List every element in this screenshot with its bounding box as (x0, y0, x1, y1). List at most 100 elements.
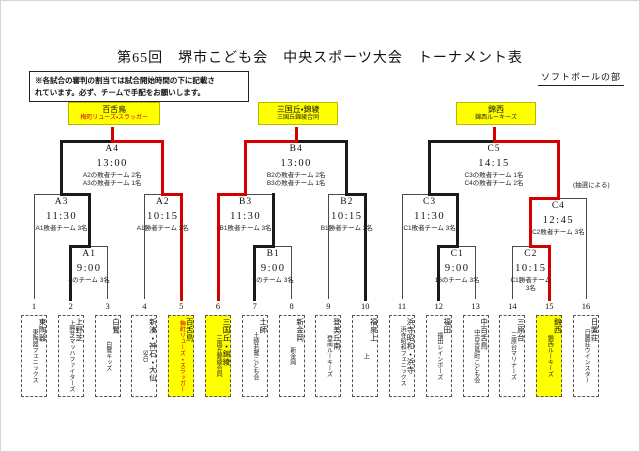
match-time: 10:15 (515, 262, 547, 274)
entry-number: 3 (105, 301, 110, 311)
winner-district: 三国丘・錦綾 (276, 105, 320, 114)
bracket-line (492, 126, 496, 143)
match-id: B4 (289, 144, 303, 154)
bracket-line (253, 244, 257, 301)
team-box: 三原台三原台マリナーズ (499, 315, 526, 397)
team-name: 福田レインボーズ (435, 332, 442, 380)
team-district: 福田 (442, 318, 452, 334)
team-name: 上 (362, 353, 369, 359)
team-name: 梅町リューズ・スラッガー (178, 320, 185, 392)
match-time: 13:00 (96, 157, 128, 169)
team-box: 浜寺昭和・浜寺浜寺昭和フェニックス (389, 315, 415, 397)
match-id: B2 (340, 197, 354, 207)
bracket-line (585, 198, 587, 299)
bracket-line (345, 139, 349, 196)
match-id: A1 (82, 249, 96, 259)
team-district: 百舌鳥 (185, 318, 195, 342)
match-time: 14:15 (478, 157, 510, 169)
bracket-line (511, 246, 513, 299)
bracket-line (179, 192, 183, 301)
team-box: 土師土師若鷺こども会 (241, 315, 268, 397)
team-box: 福泉上上 (352, 315, 379, 397)
match-id: A2 (155, 197, 170, 207)
team-district: 三国丘・錦綾 (222, 318, 231, 366)
team-box: 日置荘日置荘ウインスター (573, 315, 599, 397)
team-name: 中百舌鳥町こども会 (472, 329, 479, 383)
referee-note-box: ※各試合の審判の割当ては試合開始時間の下に記載さ れています。必ず、チームで手配… (29, 71, 249, 103)
match-id: B3 (239, 197, 253, 207)
winner-team: 三国丘錦綾合同 (277, 114, 320, 121)
entry-number: 9 (326, 301, 331, 311)
bracket-line (244, 139, 298, 143)
team-box: 登美丘南登南ルーキーズ (315, 315, 342, 397)
entry-number: 10 (360, 301, 370, 311)
bracket-line (60, 139, 114, 143)
entry-number: 12 (434, 301, 444, 311)
bracket-line (401, 194, 403, 299)
match-referee: C1勝者チーム 3名 (510, 276, 552, 293)
bracket-line (244, 139, 248, 196)
bracket-line (556, 139, 560, 200)
bracket-line (60, 139, 64, 196)
team-district: 浜寺昭和・浜寺 (406, 318, 415, 374)
entry-number: 4 (142, 301, 147, 311)
block-a-winner-label: 百舌鳥梅町リューズ・スラッガー (68, 102, 161, 126)
match-referee: A1勝者チーム 3名 (136, 224, 189, 232)
bracket-line (437, 244, 459, 248)
lottery-note: (抽選による) (573, 182, 610, 189)
entry-number: 2 (68, 301, 73, 311)
block-c-winner-label: 錦西錦西ルーキーズ (456, 102, 536, 126)
bracket-line (60, 192, 91, 196)
team-name: 土師若鷺こども会 (251, 332, 258, 380)
match-time: 13:00 (280, 157, 312, 169)
bracket-line (216, 192, 220, 301)
match-referee: 9のチーム 3名 (252, 276, 294, 284)
match-referee: B1勝者チーム 3名 (320, 224, 373, 232)
block-b-winner-label: 三国丘・錦綾三国丘錦綾合同 (258, 102, 339, 126)
entry-number: 16 (581, 301, 591, 311)
team-name: 登南ルーキーズ (325, 335, 332, 377)
team-name: SKD (141, 349, 148, 363)
bracket-line (547, 244, 551, 301)
team-district: 白鷺 (111, 318, 121, 334)
division-label: ソフトボールの部 (538, 70, 625, 86)
match-id: A3 (54, 197, 69, 207)
winner-district: 百舌鳥 (102, 105, 127, 114)
team-district: 上野芝 (74, 318, 84, 342)
entry-number: 7 (252, 301, 257, 311)
team-box: 東陶器東陶器フェニックス (21, 315, 47, 397)
entry-number: 14 (508, 301, 517, 311)
entry-number: 13 (471, 301, 480, 311)
bracket-line (529, 196, 533, 248)
match-id: C5 (487, 144, 501, 154)
bracket-line (291, 246, 293, 299)
match-referee: B1敗者チーム 3名 (219, 224, 272, 232)
entry-number: 5 (179, 301, 184, 311)
team-district: 東陶器 (38, 318, 47, 342)
match-id: C1 (450, 249, 464, 259)
team-box: 福田福田レインボーズ (425, 315, 452, 397)
team-box: 錦西錦西ルーキーズ (536, 315, 563, 397)
team-district: 中百舌鳥 (479, 318, 489, 350)
bracket-line (455, 192, 459, 248)
bracket-line (327, 194, 329, 299)
bracket-line (69, 244, 73, 301)
page-title: 第65回 堺市こども会 中央スポーツ大会 トーナメント表 (117, 51, 523, 66)
match-referee: A1敗者チーム 3名 (35, 224, 88, 232)
match-id: B1 (266, 249, 280, 259)
bracket-line (143, 194, 145, 299)
team-name: 三国丘錦綾合同 (215, 335, 222, 377)
